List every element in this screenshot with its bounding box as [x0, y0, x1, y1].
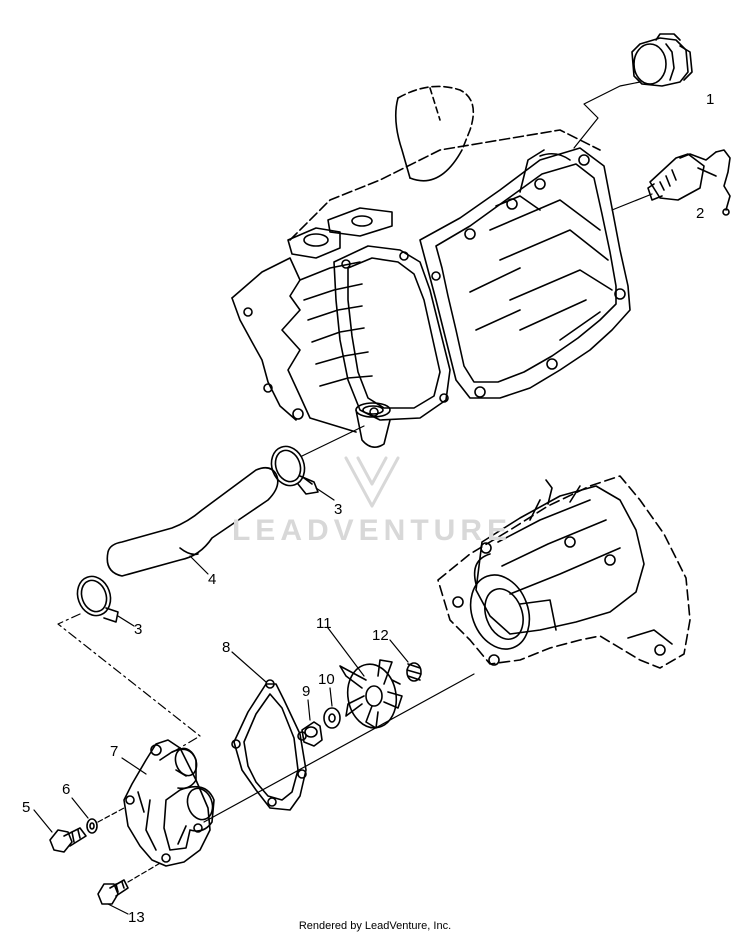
- callout-11: 11: [316, 615, 332, 632]
- callout-7: 7: [110, 743, 118, 760]
- callout-1: 1: [706, 91, 714, 108]
- leader-line-part-5: [34, 810, 52, 832]
- leader-line-part-7: [122, 758, 146, 774]
- callout-12: 12: [372, 627, 389, 644]
- leader-line-part-4: [190, 556, 208, 574]
- callout-5: 5: [22, 799, 30, 816]
- callout-9: 9: [302, 683, 310, 700]
- callout-3-upper: 3: [334, 501, 342, 518]
- leader-line-part-8: [232, 652, 266, 682]
- dashed-line-washer: [98, 808, 124, 822]
- leader-line-part-3-upper: [316, 488, 334, 500]
- leader-line-part-1: [574, 82, 640, 148]
- crankcase-half: [438, 476, 690, 668]
- shaft-axis-line: [204, 674, 474, 822]
- cylinder-head-assembly: [232, 86, 630, 447]
- callout-3-lower: 3: [134, 621, 142, 638]
- leader-line-part-2: [612, 194, 652, 210]
- part-9-impeller-nut: [302, 722, 322, 746]
- part-5-bolt: [50, 828, 86, 852]
- part-3-lower-hose-clamp: [72, 572, 118, 622]
- leader-line-part-10: [330, 688, 332, 706]
- leader-line-part-3-lower: [118, 616, 134, 626]
- rendered-by-footer: Rendered by LeadVenture, Inc.: [298, 920, 452, 932]
- part-7-water-pump-cover: [124, 740, 217, 866]
- callout-10: 10: [318, 671, 335, 688]
- leader-line-part-11: [328, 628, 364, 676]
- dashed-routing-line: [58, 614, 200, 756]
- callout-4: 4: [208, 571, 216, 588]
- leader-line-part-12: [390, 640, 408, 662]
- callout-8: 8: [222, 639, 230, 656]
- leadventure-watermark-logo: [346, 458, 398, 506]
- part-4-coolant-hose: [107, 468, 278, 576]
- part-13-bolt: [98, 880, 128, 904]
- leader-line-part-13: [108, 904, 128, 914]
- callout-6: 6: [62, 781, 70, 798]
- leader-line-part-6: [72, 798, 88, 818]
- callout-2: 2: [696, 205, 704, 222]
- part-12-mechanical-seal: [407, 663, 421, 681]
- part-2-temperature-sensor: [648, 150, 730, 215]
- leader-line-part-9: [308, 700, 310, 720]
- callout-13: 13: [128, 909, 145, 926]
- part-1-thermostat-cap: [632, 34, 692, 86]
- part-6-washer: [87, 819, 97, 833]
- part-8-pump-cover-gasket: [232, 680, 306, 810]
- leader-line-upper-clamp: [302, 426, 364, 456]
- part-11-water-pump-impeller: [340, 660, 402, 732]
- dashed-line-part-13: [128, 862, 162, 882]
- watermark-text: LEADVENTURE: [232, 514, 512, 547]
- part-10-washer: [324, 708, 340, 728]
- part-3-upper-hose-clamp: [266, 442, 318, 494]
